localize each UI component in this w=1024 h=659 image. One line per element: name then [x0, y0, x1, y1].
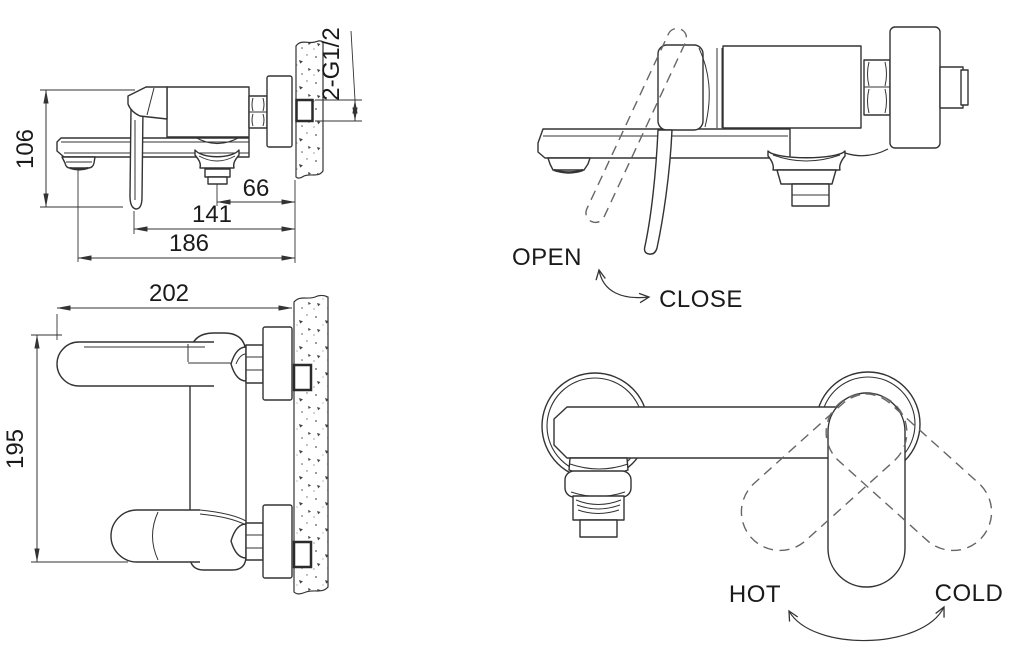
dimension-186: 186 [77, 180, 296, 263]
wall-flange [889, 26, 941, 149]
dimension-connection-thread: 2-G1/2 [315, 27, 362, 122]
faucet-top-profile [56, 326, 293, 579]
open-close-arrow [595, 268, 651, 304]
close-label: CLOSE [659, 286, 743, 313]
handle-base [657, 44, 704, 131]
handle-lever-closed [643, 129, 673, 255]
aerator-nipple [579, 519, 618, 538]
aerator-cup [572, 495, 625, 521]
wall-pipe-socket-top [292, 363, 313, 392]
handle-open-position-dashed [585, 27, 688, 224]
dim-106-label: 106 [12, 129, 39, 169]
view-front-operation: HOT COLD [541, 371, 1004, 642]
faucet-side-operation [537, 26, 969, 255]
faucet-front [541, 371, 921, 588]
hex-nut-top [245, 344, 264, 384]
faucet-side-profile [56, 75, 293, 262]
wall-pipe-socket-bottom [292, 540, 313, 569]
cold-label: COLD [935, 580, 1004, 607]
dim-141-label: 141 [192, 201, 232, 228]
hot-cold-arrow [788, 605, 945, 642]
mixer-body [722, 45, 862, 129]
dim-66-label: 66 [243, 175, 270, 202]
wall-pipe-socket [295, 98, 314, 123]
wall-flange [266, 75, 293, 148]
mixer-body [166, 86, 250, 138]
wall-section-side [295, 40, 324, 179]
body-bar [553, 406, 842, 459]
dim-186-label: 186 [169, 230, 209, 257]
spout-aerator [547, 157, 591, 171]
dimension-202: 202 [56, 280, 293, 340]
dimension-106: 106 [12, 89, 135, 208]
view-side-operation: OPEN CLOSE [512, 26, 969, 313]
hex-nut-bottom [245, 522, 264, 561]
view-side-installation: 106 66 141 186 2-G1/2 [12, 27, 362, 263]
handle-lever [129, 107, 144, 210]
handle-hot-position-dashed [825, 393, 993, 552]
dimension-141: 141 [133, 201, 296, 234]
wall-flange-bottom [262, 504, 293, 579]
dimension-195: 195 [2, 334, 128, 563]
supply-pipe [939, 66, 964, 109]
hot-label: HOT [729, 581, 781, 608]
dim-195-label: 195 [2, 429, 29, 469]
dim-202-label: 202 [149, 280, 189, 307]
spout [56, 137, 250, 158]
wall-flange-top [262, 326, 293, 401]
handle-lever-top [56, 341, 214, 387]
dimension-66: 66 [216, 175, 296, 205]
handle-lever-front [827, 392, 906, 588]
open-label: OPEN [512, 244, 582, 271]
handle-base [127, 86, 168, 120]
shower-outlet [194, 149, 240, 169]
connection-thread-label: 2-G1/2 [318, 27, 345, 100]
view-top-installation: 202 195 [2, 280, 329, 595]
spout-top [110, 509, 200, 563]
wall-section-top [292, 294, 329, 595]
handle-cold-position-dashed [740, 393, 908, 552]
